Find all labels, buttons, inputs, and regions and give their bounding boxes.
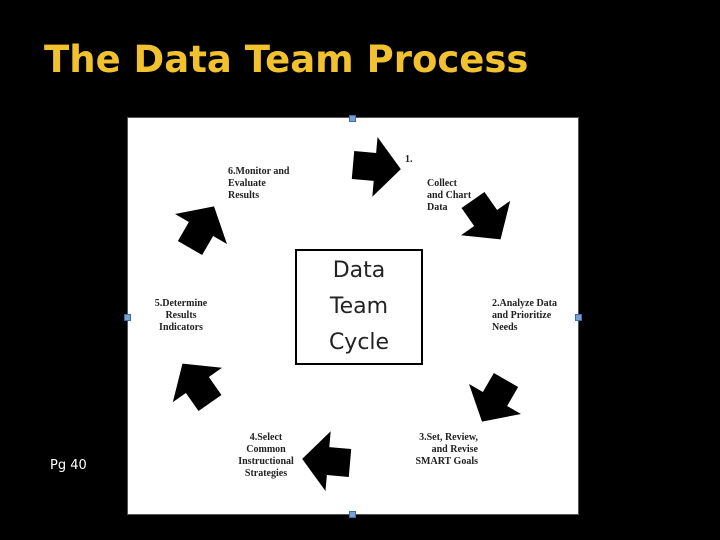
cycle-arrow-icon bbox=[461, 191, 511, 240]
selection-handle-top[interactable] bbox=[349, 115, 356, 122]
step-text: Monitor and Evaluate Results bbox=[228, 166, 290, 201]
step-text: Collect and Chart Data bbox=[427, 178, 472, 213]
cycle-arrows bbox=[172, 137, 521, 491]
cycle-arrow-icon bbox=[175, 206, 227, 255]
step-text: Set, Review, and Revise SMART Goals bbox=[415, 432, 478, 467]
step-2-label: 2.Analyze Data and Prioritize Needs bbox=[492, 286, 557, 334]
step-5-label: 5.Determine Results Indicators bbox=[144, 286, 218, 334]
step-4-label: 4.Select Common Instructional Strategies bbox=[230, 420, 302, 480]
page-reference: Pg 40 bbox=[50, 458, 87, 473]
step-3-label: 3.Set, Review, and Revise SMART Goals bbox=[406, 420, 478, 468]
selection-handle-left[interactable] bbox=[124, 314, 131, 321]
center-line: Team bbox=[329, 294, 389, 319]
step-number: 1. bbox=[405, 154, 413, 165]
cycle-arrow-icon bbox=[302, 431, 352, 491]
step-number: 4. bbox=[249, 432, 258, 443]
step-text: Analyze Data and Prioritize Needs bbox=[492, 298, 557, 333]
center-line: Data bbox=[332, 258, 386, 283]
step-number: 5. bbox=[154, 298, 163, 309]
step-6-label: 6.Monitor and Evaluate Results bbox=[228, 154, 290, 202]
step-text: Determine Results Indicators bbox=[159, 298, 208, 333]
cycle-arrow-icon bbox=[351, 137, 401, 197]
center-line: Cycle bbox=[328, 330, 390, 355]
cycle-center-box: Data Team Cycle bbox=[295, 249, 423, 365]
selection-handle-right[interactable] bbox=[575, 314, 582, 321]
cycle-arrow-icon bbox=[469, 373, 521, 422]
selection-handle-bottom[interactable] bbox=[349, 511, 356, 518]
slide-title: The Data Team Process bbox=[44, 38, 529, 81]
step-number: 6. bbox=[228, 166, 236, 177]
cycle-arrow-icon bbox=[172, 363, 222, 412]
step-number: 2. bbox=[492, 298, 500, 309]
step-text: Select Common Instructional Strategies bbox=[238, 432, 294, 479]
step-number: 3. bbox=[419, 432, 427, 443]
data-team-cycle-diagram: Data Team Cycle 1. Collect and Chart Dat… bbox=[124, 115, 582, 518]
step-1-label: 1. Collect and Chart Data bbox=[405, 154, 471, 226]
